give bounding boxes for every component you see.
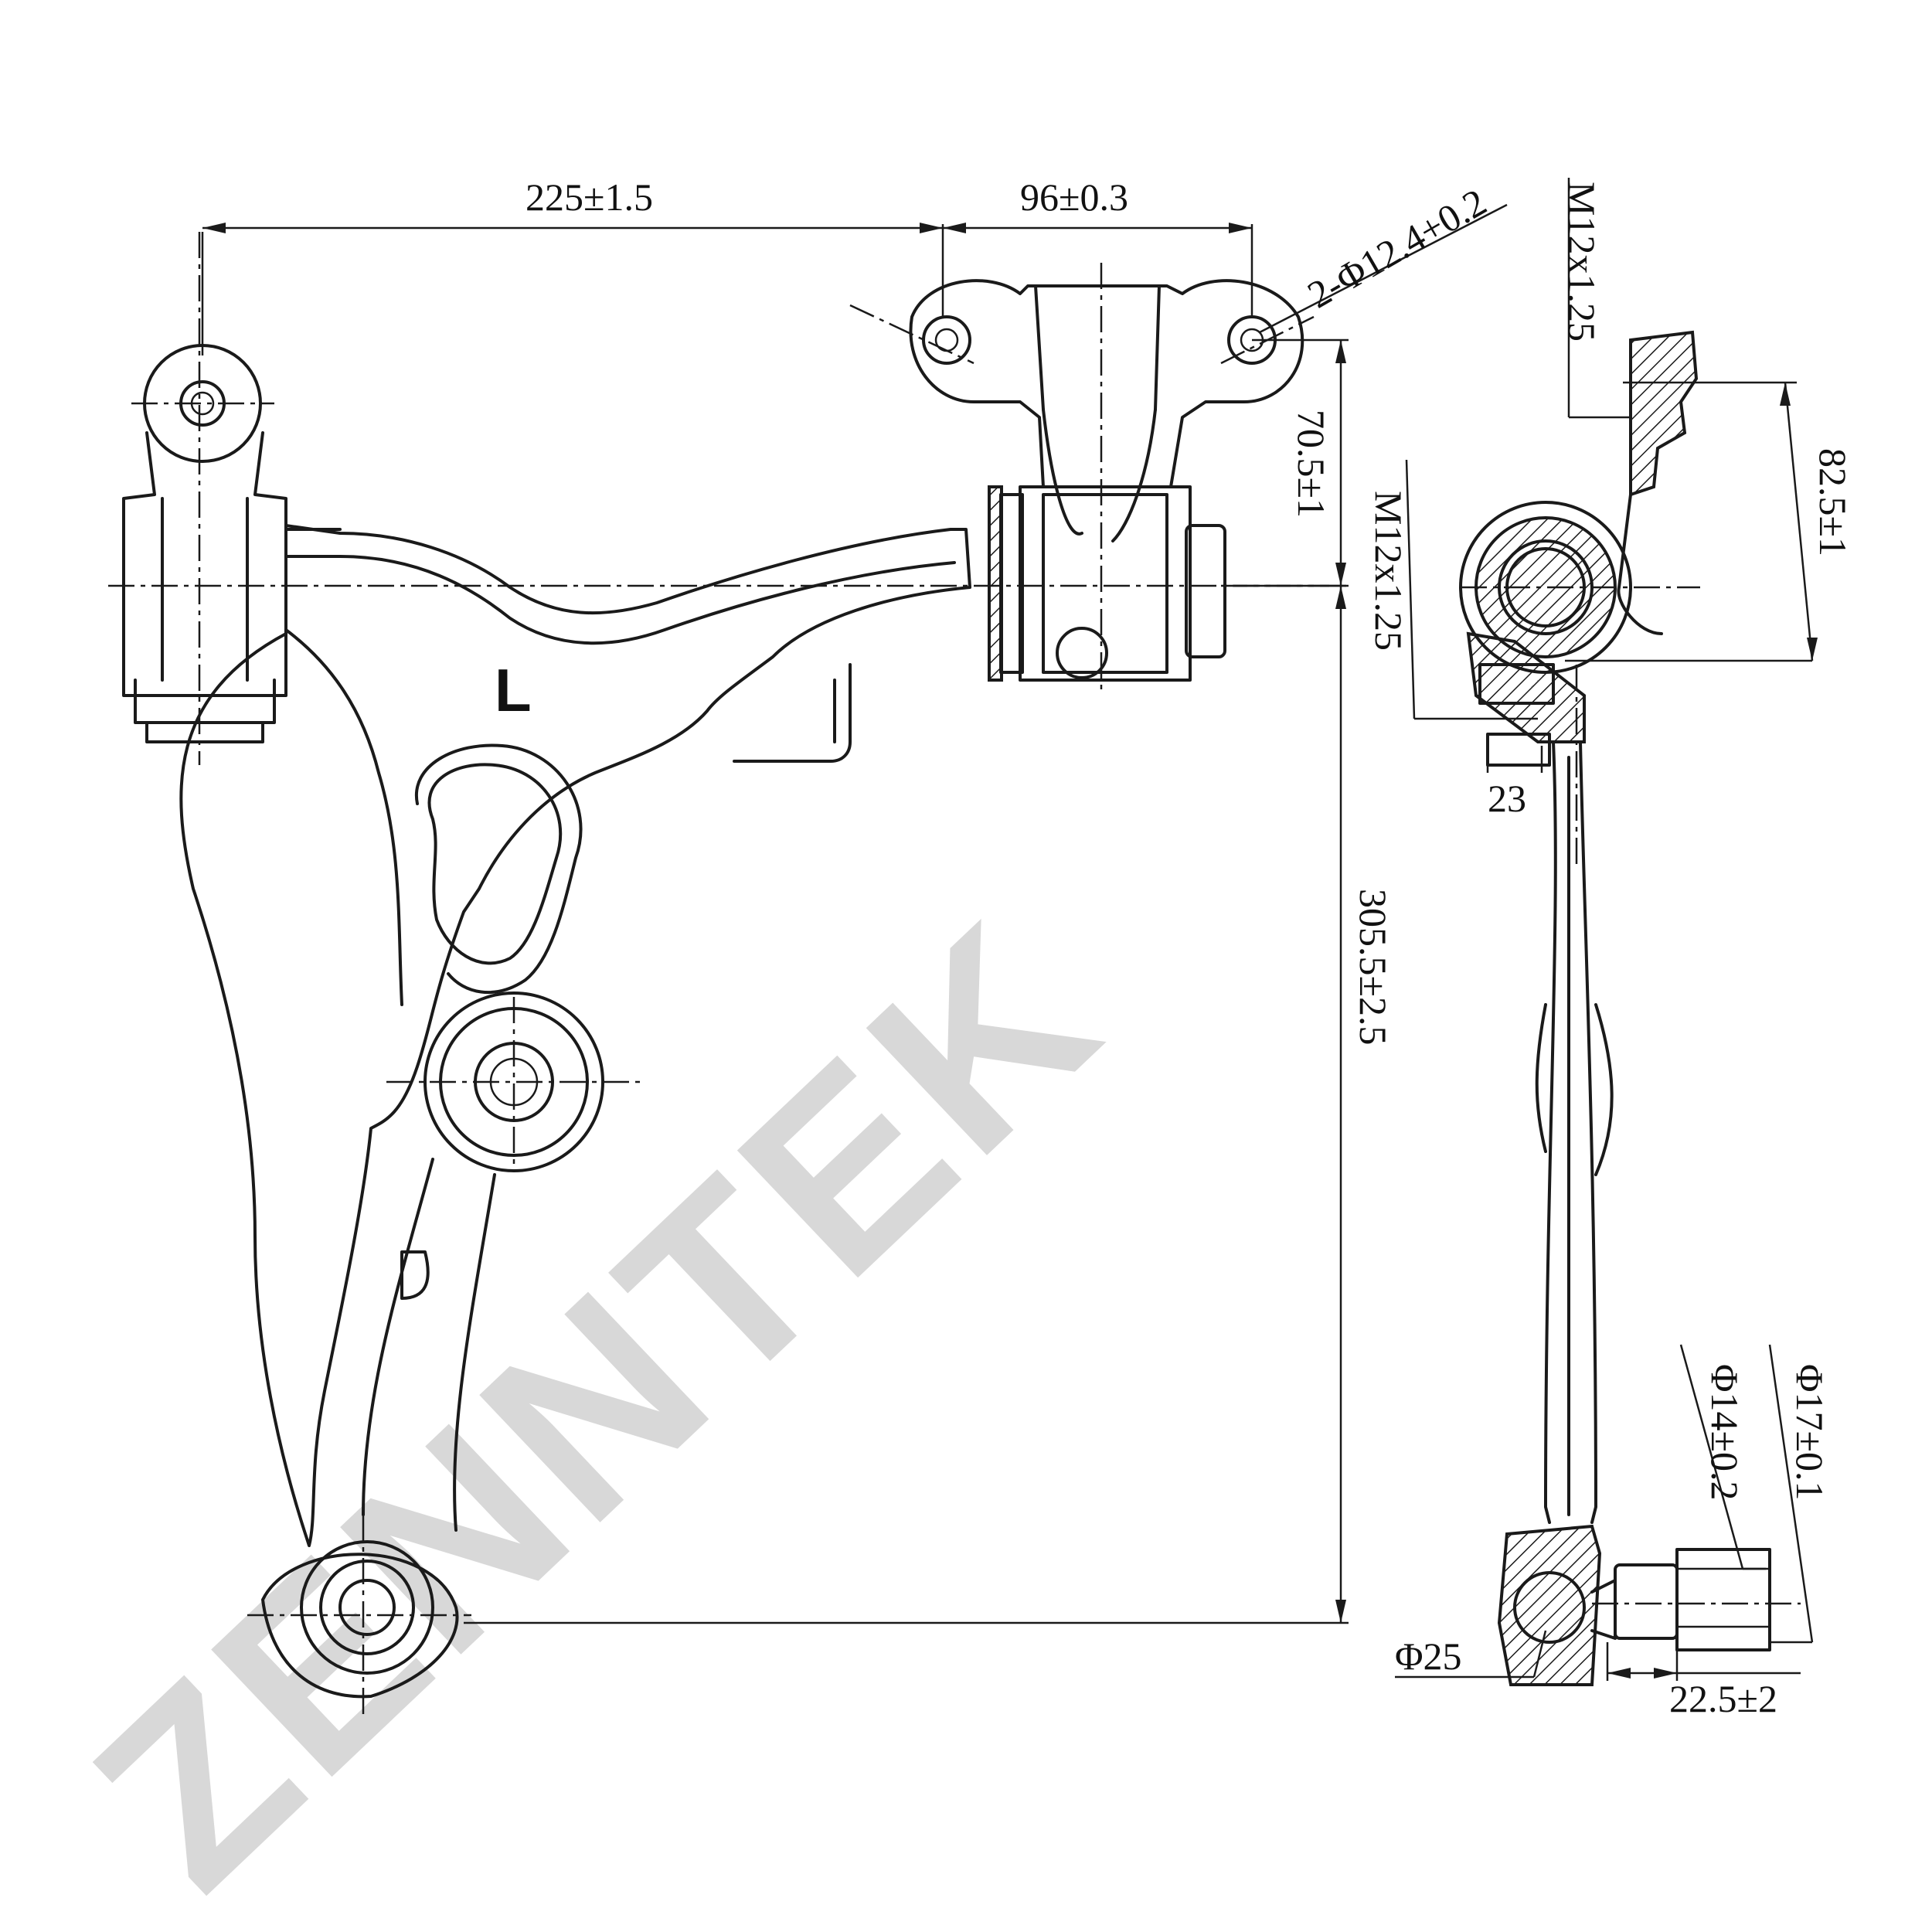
arm-body-outline [179, 524, 971, 1547]
dim-thread-top: M12x1.25 [1560, 182, 1604, 342]
middle-bushing [386, 992, 641, 1172]
dim-bolt-spacing: 96±0.3 [1020, 175, 1128, 219]
dim-stud-length: 22.5±2 [1669, 1677, 1777, 1720]
watermark-text: ZENNTEK [42, 867, 1151, 1932]
dim-bolt-holes: 2-Φ12.4+0.2 [1301, 180, 1494, 317]
control-arm-plan-view: L [108, 232, 1352, 1716]
side-dimension-lines: M12x1.25 82.5±1 M12x1.25 23 Φ14±0.2 Φ17±… [1367, 178, 1855, 1720]
dim-stud-dia-inner: Φ14±0.2 [1703, 1364, 1747, 1501]
side-view [1459, 330, 1801, 1686]
watermark: ZENNTEK [42, 867, 1151, 1932]
dim-side-width: 23 [1488, 777, 1526, 820]
dim-top-span: 225±1.5 [526, 175, 653, 219]
ball-joint [247, 1515, 471, 1716]
rear-bushing [108, 232, 1352, 765]
dim-ball-dia: Φ25 [1395, 1634, 1462, 1678]
dim-bushing-offset: 70.5±1 [1290, 410, 1333, 518]
side-bushing [1459, 501, 1632, 767]
side-ball-joint [1497, 1524, 1801, 1686]
front-bushing [849, 263, 1329, 696]
arm-cutout [427, 763, 563, 965]
side-marking: L [495, 656, 532, 724]
dim-thread-side: M12x1.25 [1367, 491, 1410, 651]
dim-stud-dia-outer: Φ17±0.1 [1788, 1364, 1832, 1501]
dim-overall-length: 305.5±2.5 [1352, 889, 1395, 1045]
dim-side-height: 82.5±1 [1811, 448, 1855, 556]
